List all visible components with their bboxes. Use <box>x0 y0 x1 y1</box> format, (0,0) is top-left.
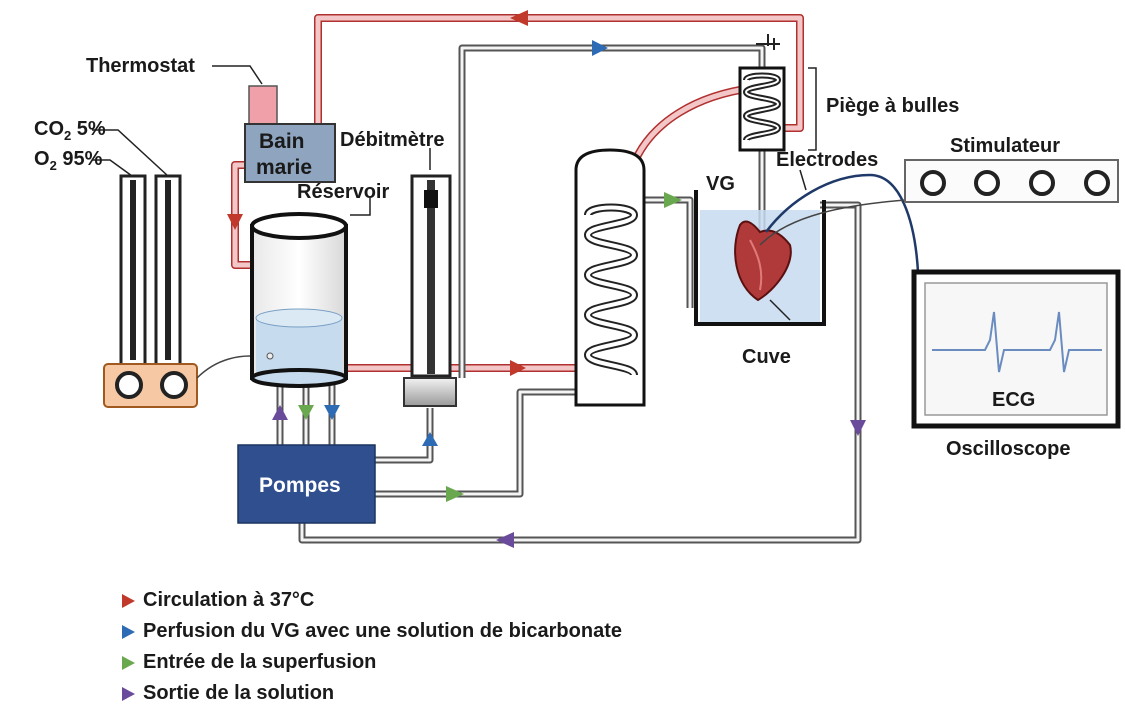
legend-item-circulation: Circulation à 37°C <box>122 585 622 616</box>
label-reservoir: Réservoir <box>297 181 389 203</box>
bubble-trap <box>738 34 817 152</box>
arrow-right-icon <box>510 360 526 376</box>
heart-icon <box>734 220 792 302</box>
gas-knob-icon <box>115 371 143 399</box>
legend-item-superfusion: Entrée de la superfusion <box>122 647 622 678</box>
arrow-right-icon <box>446 486 464 502</box>
blue-triangle-icon <box>122 624 135 639</box>
flow-meter <box>403 148 457 407</box>
stimulator-knob-icon <box>1084 170 1110 196</box>
green-triangle-icon <box>122 655 135 670</box>
arrow-down-icon <box>850 420 866 436</box>
arrow-left-icon <box>496 532 514 548</box>
bain-marie-box <box>244 123 336 183</box>
arrow-down-icon <box>298 405 314 420</box>
gas-cylinders <box>92 129 269 408</box>
reservoir <box>250 198 371 388</box>
gas-knob-icon <box>160 371 188 399</box>
purple-triangle-icon <box>122 686 135 701</box>
label-oscilloscope: Oscilloscope <box>946 438 1071 460</box>
thermostat-unit <box>212 65 336 183</box>
arrow-right-icon <box>592 40 608 56</box>
label-marie: marie <box>256 156 312 179</box>
label-piege: Piège à bulles <box>826 95 959 117</box>
red-triangle-icon <box>122 593 135 608</box>
arrow-up-icon <box>422 432 438 446</box>
legend-item-sortie: Sortie de la solution <box>122 678 622 705</box>
ecg-trace <box>932 311 1102 373</box>
stimulator-knob-icon <box>974 170 1000 196</box>
legend-label: Sortie de la solution <box>143 682 335 704</box>
label-ecg: ECG <box>992 389 1035 411</box>
stimulator <box>904 159 1119 203</box>
label-vg: VG <box>706 173 735 195</box>
stimulator-knob-icon <box>920 170 946 196</box>
legend-label: Entrée de la superfusion <box>143 651 377 673</box>
label-electrodes: Electrodes <box>776 149 878 171</box>
arrow-down-icon <box>227 214 243 230</box>
legend-label: Circulation à 37°C <box>143 589 315 611</box>
label-pompes: Pompes <box>259 474 341 497</box>
pumps-box <box>237 444 376 524</box>
arrow-up-icon <box>272 405 288 420</box>
label-cuve: Cuve <box>742 346 791 368</box>
label-stimulateur: Stimulateur <box>950 135 1060 157</box>
flow-arrows <box>227 10 866 548</box>
electrode-wires <box>759 169 920 273</box>
arrow-down-icon <box>324 405 340 420</box>
label-co2: CO2 5% <box>34 118 106 143</box>
heat-exchanger <box>574 148 646 407</box>
legend-item-perfusion: Perfusion du VG avec une solution de bic… <box>122 616 622 647</box>
label-thermostat: Thermostat <box>86 55 195 77</box>
label-o2: O2 95% <box>34 148 103 173</box>
label-debitmetre: Débitmètre <box>340 129 444 151</box>
legend: Circulation à 37°C Perfusion du VG avec … <box>122 585 622 705</box>
grey-solution-tubes <box>276 44 862 544</box>
legend-label: Perfusion du VG avec une solution de bic… <box>143 620 622 642</box>
label-bain: Bain <box>259 130 305 153</box>
oscilloscope <box>911 269 1121 429</box>
organ-bath <box>694 190 826 326</box>
stimulator-knob-icon <box>1029 170 1055 196</box>
arrow-left-icon <box>510 10 528 26</box>
arrow-right-icon <box>664 192 682 208</box>
